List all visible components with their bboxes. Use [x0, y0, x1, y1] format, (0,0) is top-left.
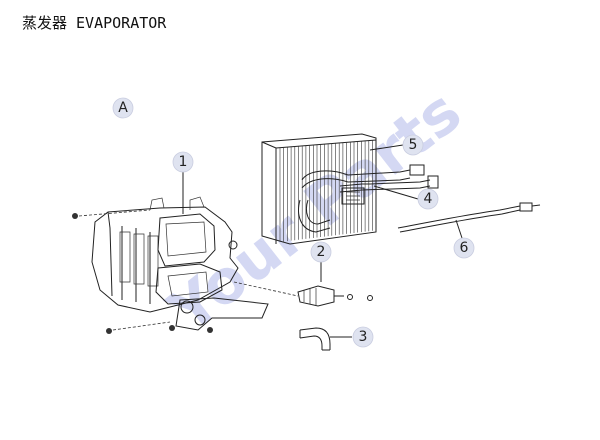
- part-1-evaporator-housing: [91, 196, 269, 331]
- screw-icon: [169, 325, 175, 331]
- part-6-sensor-wire: [397, 202, 541, 233]
- callout-3-label: 3: [359, 329, 368, 345]
- screw-icon: [106, 328, 112, 334]
- screw-icon: [207, 327, 213, 333]
- callout-2[interactable]: 2: [310, 241, 332, 263]
- section-label-a: A: [112, 97, 134, 119]
- callout-6[interactable]: 6: [453, 237, 475, 259]
- callout-5-label: 5: [409, 137, 418, 153]
- callout-4[interactable]: 4: [417, 188, 439, 210]
- callout-3[interactable]: 3: [352, 326, 374, 348]
- part-3-hose: [299, 327, 331, 351]
- core-fins: [279, 140, 373, 242]
- callout-4-label: 4: [424, 191, 433, 207]
- part-4-expansion-valve-pipes: [298, 164, 439, 233]
- callout-leaders: [182, 144, 463, 338]
- callout-6-label: 6: [460, 240, 469, 256]
- callout-5[interactable]: 5: [402, 134, 424, 156]
- screw-icon: [72, 213, 78, 219]
- watermark: Your Parts: [155, 77, 474, 348]
- part-5-evaporator-core: [261, 133, 377, 245]
- section-label-text: A: [118, 100, 128, 116]
- page-title: 蒸发器 EVAPORATOR: [22, 14, 167, 32]
- watermark-text: Your Parts: [155, 77, 474, 348]
- housing-screws: [72, 209, 213, 334]
- callout-1-label: 1: [179, 154, 188, 170]
- callout-2-label: 2: [317, 244, 326, 260]
- callout-1[interactable]: 1: [172, 151, 194, 173]
- part-2-thermostat: [233, 281, 373, 307]
